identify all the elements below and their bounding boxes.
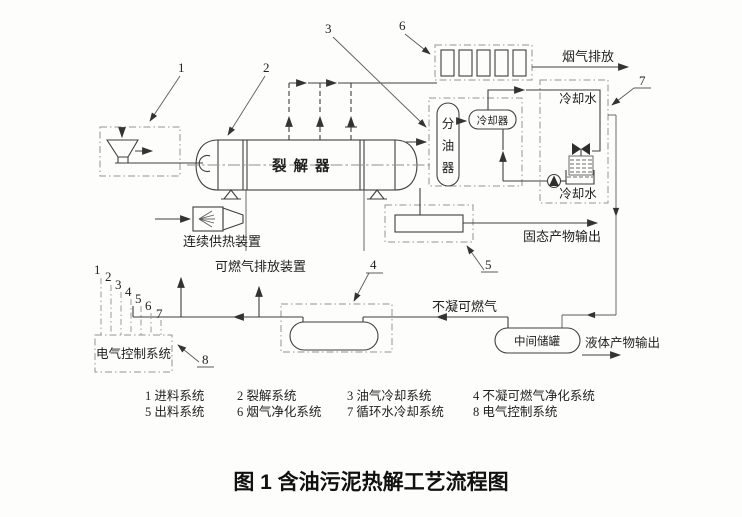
legend-item: 7 循环水冷却系统 bbox=[347, 405, 444, 419]
cooling-water-top-label: 冷却水 bbox=[559, 92, 597, 106]
burner-spray bbox=[198, 218, 215, 224]
callout-labels: 1 2 3 6 7 4 5 8 bbox=[149, 18, 651, 368]
callout-6: 6 bbox=[399, 18, 406, 33]
heater-label: 连续供热装置 bbox=[183, 234, 261, 249]
pump-impeller bbox=[549, 175, 559, 186]
flue-gas-purifier: 烟气排放 bbox=[434, 44, 630, 81]
callout-8-leader bbox=[177, 344, 200, 363]
signal-num-1: 1 bbox=[94, 262, 101, 277]
tower-fill bbox=[568, 155, 594, 176]
electric-control-system: 电气控制系统 1 2 3 4 5 6 7 bbox=[94, 262, 173, 373]
callout-1: 1 bbox=[178, 60, 185, 75]
tank-label: 中间储罐 bbox=[514, 334, 560, 348]
legend-item: 1 进料系统 bbox=[145, 389, 204, 403]
feed-screw-end-icon bbox=[198, 154, 211, 173]
legend-item: 8 电气控制系统 bbox=[473, 404, 557, 419]
circulating-water-system: 冷却水 冷却水 bbox=[539, 79, 609, 204]
purifier-cell bbox=[476, 49, 491, 77]
oil-separator-label-3: 器 bbox=[442, 161, 455, 175]
tank-body bbox=[494, 327, 581, 354]
gas-purifier-boundary bbox=[280, 303, 393, 353]
legend-item: 5 出料系统 bbox=[145, 405, 204, 419]
cooling-water-bottom-label: 冷却水 bbox=[559, 187, 597, 201]
legend-item: 6 烟气净化系统 bbox=[237, 404, 321, 419]
flue-gas-out-label: 烟气排放 bbox=[562, 49, 614, 64]
burner-cone bbox=[222, 207, 244, 231]
tower-basin bbox=[565, 170, 595, 185]
pyrolyzer-label: 裂解器 bbox=[271, 157, 337, 175]
callout-7-leader bbox=[611, 87, 635, 106]
non-condensable-gas-label: 不凝可燃气 bbox=[432, 299, 497, 314]
callout-7: 7 bbox=[639, 73, 646, 88]
callout-1-leader bbox=[149, 75, 181, 122]
solid-product-out-label: 固态产物输出 bbox=[523, 229, 601, 244]
fan-icon bbox=[572, 143, 581, 155]
fan-icon bbox=[581, 143, 590, 155]
purifier-cell bbox=[440, 49, 455, 77]
cooling-water-return-line bbox=[487, 86, 526, 110]
oil-gas-cooling-system: 分 油 器 冷却器 bbox=[406, 86, 601, 187]
callout-2-leader bbox=[227, 75, 266, 136]
callout-2: 2 bbox=[263, 60, 270, 75]
oil-separator-label-1: 分 bbox=[442, 117, 455, 131]
callout-6-leader bbox=[404, 33, 431, 55]
continuous-heater: 连续供热装置 bbox=[155, 206, 261, 249]
cooling-water-return-line bbox=[526, 89, 601, 152]
signal-num-7: 7 bbox=[156, 306, 163, 321]
legend-item: 2 裂解系统 bbox=[237, 389, 296, 403]
signal-num-5: 5 bbox=[135, 291, 142, 306]
oil-separator bbox=[436, 102, 460, 187]
signal-num-2: 2 bbox=[105, 269, 112, 284]
callout-4: 4 bbox=[370, 257, 377, 272]
legend-item: 4 不凝可燃气净化系统 bbox=[473, 388, 595, 403]
gas-purifier-system: 可燃气排放装置 不凝可燃气 bbox=[132, 259, 508, 353]
solids-discharge-system: 固态产物输出 bbox=[384, 188, 601, 244]
pyrolyzer-vessel: 裂解器 bbox=[187, 139, 430, 251]
burner-spray bbox=[198, 218, 213, 228]
legend-item: 3 油气冷却系统 bbox=[347, 388, 431, 403]
purifier-boundary bbox=[434, 44, 533, 81]
screw-conveyor bbox=[394, 214, 464, 233]
signal-num-6: 6 bbox=[145, 298, 152, 313]
callout-5-leader bbox=[466, 245, 485, 271]
callout-5: 5 bbox=[485, 257, 492, 272]
gas-vent-device-label: 可燃气排放装置 bbox=[215, 259, 306, 274]
purifier-cell bbox=[494, 49, 509, 77]
control-box bbox=[94, 334, 173, 373]
liquid-product-out-label: 液体产物输出 bbox=[585, 335, 660, 350]
feed-system bbox=[99, 126, 203, 177]
purifier-cell bbox=[458, 49, 473, 77]
callout-4-leader bbox=[353, 272, 370, 302]
feed-system-boundary bbox=[99, 126, 181, 177]
callout-3-leader bbox=[332, 36, 427, 128]
intermediate-tank: 中间储罐 液体产物输出 bbox=[494, 317, 660, 359]
burner-spray bbox=[198, 214, 215, 220]
cooling-system-boundary bbox=[428, 97, 523, 187]
control-box-label: 电气控制系统 bbox=[96, 346, 171, 361]
legend: 1 进料系统 2 裂解系统 3 油气冷却系统 4 不凝可燃气净化系统 5 出料系… bbox=[145, 388, 595, 419]
signal-num-4: 4 bbox=[125, 284, 132, 299]
saddle-support bbox=[222, 189, 240, 200]
gas-purifier-drum bbox=[289, 321, 379, 351]
signal-num-3: 3 bbox=[115, 277, 122, 292]
figure-caption: 图 1 含油污泥热解工艺流程图 bbox=[233, 470, 508, 494]
hopper-icon bbox=[105, 139, 139, 158]
callout-3: 3 bbox=[325, 21, 332, 36]
cooler-label: 冷却器 bbox=[477, 114, 509, 127]
burner-spray bbox=[198, 210, 213, 220]
saddle-support bbox=[368, 189, 386, 200]
cooler bbox=[468, 109, 517, 130]
water-system-boundary bbox=[539, 79, 609, 204]
liquid-product-line bbox=[561, 114, 620, 328]
purifier-cell bbox=[512, 49, 527, 77]
flue-gas-risers bbox=[285, 79, 437, 140]
oil-separator-label-2: 油 bbox=[442, 139, 455, 153]
callout-8: 8 bbox=[202, 352, 209, 367]
